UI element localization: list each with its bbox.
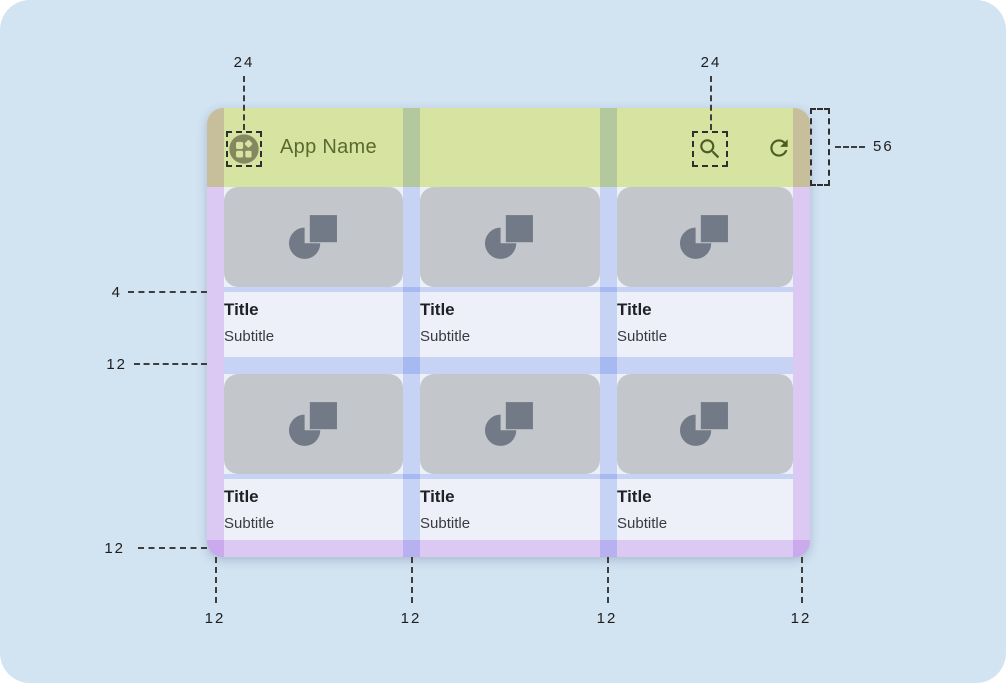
search-icon[interactable] [697,136,723,162]
card-image-placeholder [617,374,793,474]
app-bar: App Name [207,108,810,187]
dimension-leader-gutter-column-2 [607,557,609,603]
image-placeholder-icon [679,215,728,259]
card-title: Title [420,300,455,319]
card-subtitle: Subtitle [224,515,275,532]
card[interactable]: Title Subtitle [617,187,793,357]
gutter-overlay-row [224,357,793,374]
dimension-leader-left-icon [243,76,245,130]
card-title: Title [420,487,455,506]
card-image-placeholder [420,187,600,287]
card[interactable]: Title Subtitle [420,374,600,544]
card-title: Title [224,487,259,506]
dimension-leader-image-text-gap [128,291,207,293]
card[interactable]: Title Subtitle [224,374,403,544]
app-mockup: App Name Title Subtitle [207,108,810,557]
dimension-label-left-margin-column: 12 [204,610,226,627]
dimension-leader-right-margin-column [801,557,803,603]
card-title: Title [617,487,652,506]
card-subtitle: Subtitle [224,328,275,345]
app-name-title: App Name [280,136,377,158]
image-placeholder-icon [679,402,728,446]
dimension-label-appbar-height: 56 [873,138,894,155]
dimension-label-row-gutter: 12 [106,356,127,373]
card[interactable]: Title Subtitle [617,374,793,544]
dimension-label-gutter-column-1: 12 [400,610,422,627]
image-placeholder-icon [288,402,337,446]
refresh-icon[interactable] [766,135,792,161]
card-subtitle: Subtitle [420,328,471,345]
dimension-label-bottom-margin: 12 [104,540,125,557]
dimension-bracket-appbar-height [810,108,830,186]
card-image-placeholder [617,187,793,287]
dimension-leader-right-icon [710,76,712,130]
card[interactable]: Title Subtitle [224,187,403,357]
dimension-label-right-margin-column: 12 [790,610,812,627]
image-placeholder-icon [288,215,337,259]
dimension-label-right-icon: 24 [700,54,722,71]
image-placeholder-icon [484,215,533,259]
dimension-label-gutter-column-2: 12 [596,610,618,627]
card-title: Title [224,300,259,319]
card[interactable]: Title Subtitle [420,187,600,357]
image-placeholder-icon [484,402,533,446]
dimension-leader-appbar-height [835,146,865,148]
dimension-leader-gutter-column-1 [411,557,413,603]
app-launcher-icon[interactable] [228,133,260,165]
dimension-label-left-icon: 24 [233,54,255,71]
dimension-label-image-text-gap: 4 [111,284,122,301]
card-image-placeholder [224,374,403,474]
card-subtitle: Subtitle [617,515,668,532]
card-image-placeholder [420,374,600,474]
card-subtitle: Subtitle [420,515,471,532]
dimension-leader-row-gutter [134,363,207,365]
card-image-placeholder [224,187,403,287]
dimension-box-left-icon [226,131,262,167]
dimension-box-search-icon [692,131,728,167]
card-subtitle: Subtitle [617,328,668,345]
dimension-leader-left-margin-column [215,557,217,603]
dimension-leader-bottom-margin [138,547,207,549]
card-title: Title [617,300,652,319]
